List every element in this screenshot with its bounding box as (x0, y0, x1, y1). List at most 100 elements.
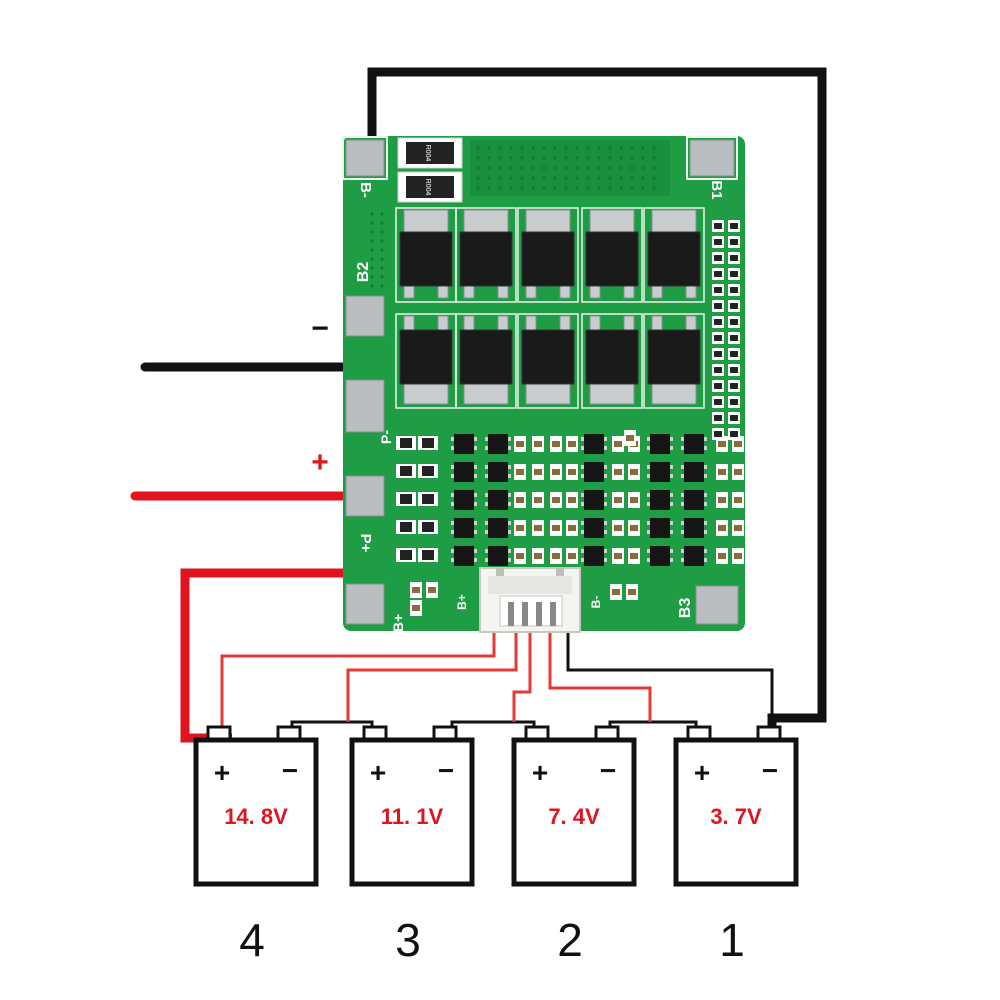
smd-capacitor (410, 600, 422, 616)
edge-resistor (712, 396, 724, 408)
via (575, 146, 579, 150)
via (564, 186, 568, 190)
balance-wire-b-plus (220, 632, 496, 732)
label-b2: B2 (355, 262, 372, 283)
pad-p-plus (345, 475, 385, 517)
smd-ic (581, 518, 607, 538)
edge-resistor (712, 252, 724, 264)
via (380, 221, 384, 225)
smd-ic (681, 462, 707, 482)
smd-capacitor (514, 492, 526, 508)
edge-resistor (712, 412, 724, 424)
mosfet (643, 313, 705, 409)
via (564, 146, 568, 150)
via (498, 166, 502, 170)
smd-capacitor (612, 436, 624, 452)
edge-resistor (728, 300, 740, 312)
smd-resistor (396, 436, 416, 450)
label-connector-b-plus: B+ (455, 594, 469, 610)
label-p-plus: P+ (357, 534, 374, 553)
via (564, 166, 568, 170)
via (531, 166, 535, 170)
smd-resistor (418, 548, 438, 562)
edge-resistor (728, 412, 740, 424)
via (370, 230, 374, 234)
pad-b1 (689, 139, 735, 177)
via (498, 176, 502, 180)
mosfet (643, 207, 705, 303)
balance-wire-cell3 (346, 632, 518, 722)
battery-cell-4: +−14. 8V4 (193, 725, 319, 966)
via (531, 156, 535, 160)
via (487, 176, 491, 180)
smd-ic (485, 490, 511, 510)
smd-capacitor (716, 492, 728, 508)
smd-ic (581, 462, 607, 482)
resistor-bottom-label: R004 (424, 179, 431, 196)
via (619, 146, 623, 150)
smd-capacitor (624, 430, 636, 446)
via (370, 212, 374, 216)
edge-resistor (728, 364, 740, 376)
battery-minus-sign: − (282, 755, 298, 786)
via (509, 176, 513, 180)
via (619, 156, 623, 160)
via (476, 166, 480, 170)
via (476, 176, 480, 180)
smd-ic (681, 518, 707, 538)
via (652, 146, 656, 150)
battery-plus-sign: + (532, 757, 548, 788)
via (370, 221, 374, 225)
via (575, 176, 579, 180)
smd-ic (681, 490, 707, 510)
via (487, 186, 491, 190)
via (476, 146, 480, 150)
battery-plus-sign: + (214, 757, 230, 788)
smd-capacitor (626, 584, 638, 600)
via (597, 146, 601, 150)
smd-capacitor (612, 520, 624, 536)
via (630, 156, 634, 160)
via (630, 176, 634, 180)
pad-b3 (695, 585, 739, 625)
via (553, 156, 557, 160)
pad-b-plus (345, 583, 385, 625)
smd-resistor (396, 464, 416, 478)
via (641, 146, 645, 150)
via (652, 186, 656, 190)
via (542, 166, 546, 170)
edge-components (712, 220, 740, 440)
via (487, 156, 491, 160)
smd-capacitor (514, 548, 526, 564)
smd-capacitor (566, 520, 578, 536)
via (608, 156, 612, 160)
via (542, 156, 546, 160)
via (641, 176, 645, 180)
smd-capacitor (732, 520, 744, 536)
via (608, 186, 612, 190)
battery-voltage: 14. 8V (224, 804, 288, 829)
mosfet (395, 313, 457, 409)
via (509, 156, 513, 160)
via (380, 275, 384, 279)
smd-capacitor (550, 464, 562, 480)
smd-capacitor (566, 436, 578, 452)
smd-ic (485, 462, 511, 482)
via (520, 156, 524, 160)
smd-capacitor (716, 548, 728, 564)
label-b-plus: B+ (390, 614, 406, 632)
smd-ic (485, 518, 511, 538)
battery-pack: +−14. 8V4+−11. 1V3+−7. 4V2+−3. 7V1 (193, 725, 799, 966)
via (641, 156, 645, 160)
smd-capacitor (514, 520, 526, 536)
mosfet (455, 313, 517, 409)
edge-resistor (728, 348, 740, 360)
smd-ic (647, 462, 673, 482)
via (380, 239, 384, 243)
via (370, 275, 374, 279)
smd-capacitor (628, 492, 640, 508)
smd-components (396, 430, 744, 616)
mosfet (395, 207, 457, 303)
label-connector-b-minus: B- (589, 596, 603, 609)
